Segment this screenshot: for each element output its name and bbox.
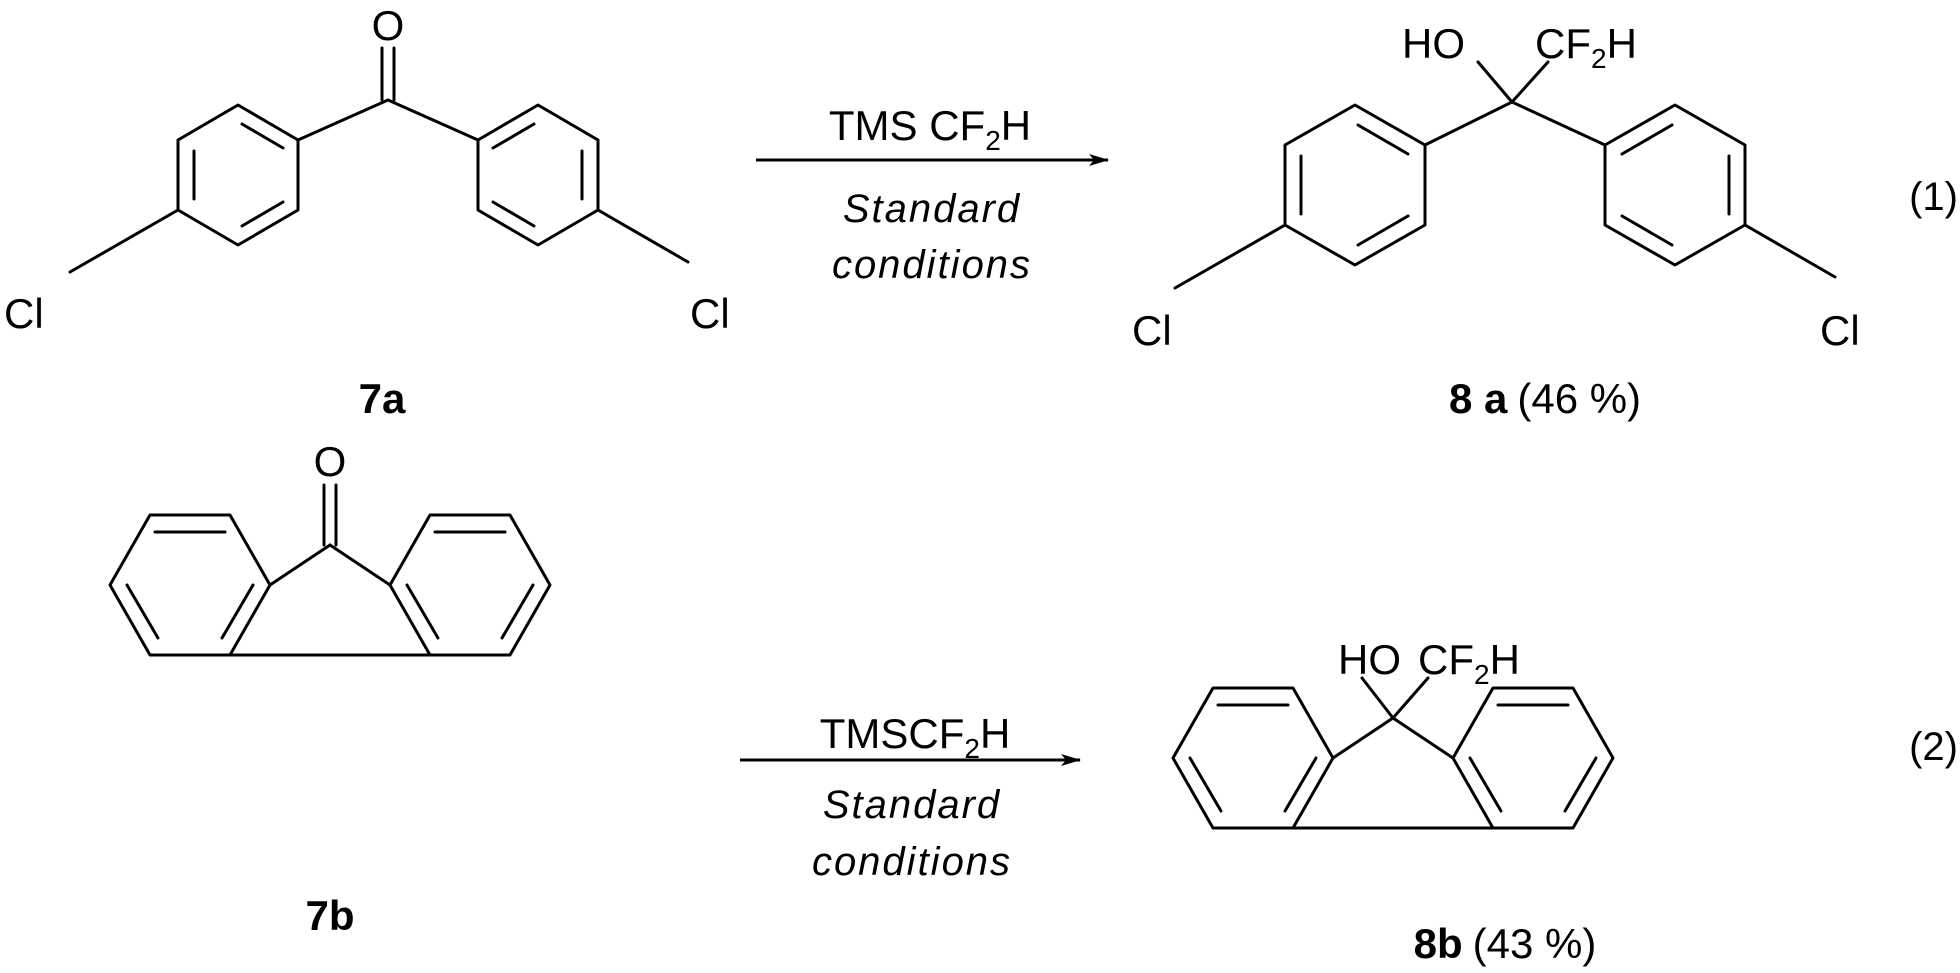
difluoromethyl-group: CF2H — [1418, 636, 1520, 690]
c-oh-bond — [1476, 60, 1514, 104]
five-ring-left-bond — [1331, 716, 1395, 760]
oxygen-atom: O — [372, 2, 405, 49]
chlorine-atom-left: Cl — [4, 290, 44, 337]
c-oh-bond — [1360, 676, 1395, 720]
left-ring-bonds — [1283, 103, 1427, 267]
difluoromethyl-group: CF2H — [1535, 20, 1637, 74]
reactant-7b-structure: O — [108, 438, 552, 657]
left-ring-bonds — [1171, 686, 1335, 830]
oxygen-atom: O — [314, 438, 347, 485]
five-ring-left-bond — [268, 543, 332, 587]
left-ring-inner-bonds — [1188, 703, 1318, 813]
five-ring-right-bond — [328, 543, 392, 587]
cl-left-bond — [68, 208, 180, 274]
conditions-line-1: Standard — [843, 187, 1021, 231]
right-ring-inner-bonds — [491, 122, 584, 228]
right-ring-inner-bonds — [405, 530, 535, 640]
right-ring-bonds — [1603, 103, 1747, 267]
cl-right-bond — [596, 208, 690, 264]
left-ring-bonds — [176, 103, 300, 247]
reagent-label: TMSCF2H — [820, 710, 1011, 764]
product-8a-structure: HO CF2H Cl Cl — [1132, 20, 1860, 354]
reactant-7a-structure: O Cl Cl — [4, 2, 730, 337]
reaction-arrow-1: TMS CF2H Standard conditions — [756, 102, 1109, 287]
compound-label-8a: 8 a(46 %) — [1449, 375, 1641, 422]
right-ring-inner-bonds — [1620, 123, 1731, 247]
compound-label-7a: 7a — [359, 375, 406, 422]
chlorine-atom-right: Cl — [690, 290, 730, 337]
c-left-bond — [1423, 100, 1514, 147]
conditions-line-2: conditions — [812, 840, 1012, 884]
product-8b-structure: HO CF2H — [1171, 636, 1615, 830]
left-ring-bonds — [108, 513, 272, 657]
equation-number-2: (2) — [1909, 725, 1958, 769]
conditions-line-1: Standard — [823, 783, 1001, 827]
left-ring-inner-bonds — [1299, 123, 1410, 247]
compound-label-7b: 7b — [305, 892, 354, 939]
left-ring-inner-bonds — [192, 122, 285, 228]
left-ring-inner-bonds — [125, 530, 255, 640]
compound-label-8b: 8b(43 %) — [1414, 920, 1597, 967]
cl-right-bond — [1743, 223, 1837, 279]
right-ring-bonds — [476, 103, 600, 247]
cl-left-bond — [1173, 223, 1287, 290]
chlorine-atom-left: Cl — [1132, 307, 1172, 354]
reaction-1: O Cl Cl 7a TMS CF2H Standard conditions — [4, 2, 1958, 422]
c-cf2h-bond — [1510, 60, 1550, 104]
reagent-label: TMS CF2H — [829, 102, 1031, 156]
conditions-line-2: conditions — [832, 243, 1032, 287]
right-ring-inner-bonds — [1468, 703, 1598, 813]
five-ring-right-bond — [1391, 716, 1455, 760]
hydroxyl-group: HO — [1338, 636, 1401, 683]
c-right-bond — [1510, 100, 1607, 147]
c-cf2h-bond — [1391, 676, 1430, 720]
c-left-bond — [296, 98, 390, 142]
chlorine-atom-right: Cl — [1820, 307, 1860, 354]
right-ring-bonds — [388, 513, 552, 657]
reaction-2: O 7b TMSCF2H Standard conditions — [108, 438, 1958, 967]
c-right-bond — [386, 98, 480, 142]
equation-number-1: (1) — [1909, 175, 1958, 219]
right-ring-bonds — [1451, 686, 1615, 830]
reaction-arrow-2: TMSCF2H Standard conditions — [740, 710, 1081, 884]
hydroxyl-group: HO — [1402, 20, 1465, 67]
